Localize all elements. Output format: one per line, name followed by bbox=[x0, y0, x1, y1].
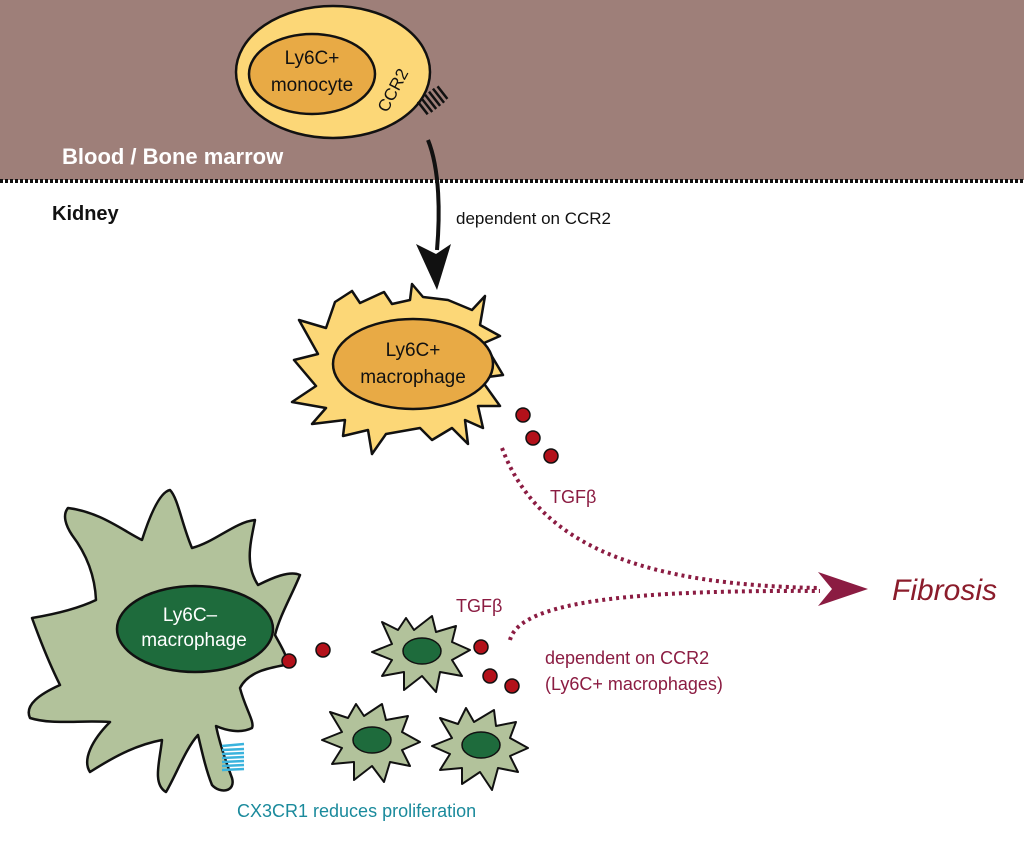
monocyte-label-line2: monocyte bbox=[271, 75, 353, 96]
tgfb-dot bbox=[482, 668, 498, 684]
ly6c-neg-macrophage-label-line1: Ly6C– bbox=[163, 605, 218, 626]
ly6c-neg-macrophage-label-line2: macrophage bbox=[141, 630, 247, 651]
tgfb-dot bbox=[525, 430, 541, 446]
small-macrophage-left bbox=[321, 703, 421, 783]
small-macrophage-top bbox=[371, 615, 471, 693]
ly6c-neg-macrophage: Ly6C– macrophage bbox=[27, 488, 302, 794]
blood-region-label: Blood / Bone marrow bbox=[62, 144, 284, 169]
cx3cr1-label: CX3CR1 reduces proliferation bbox=[237, 801, 476, 821]
ccr2-dependence-line1: dependent on CCR2 bbox=[545, 648, 709, 668]
fibrosis-arrowhead bbox=[818, 572, 868, 606]
tgfb-path-upper bbox=[500, 447, 821, 590]
ly6c-pos-macrophage: Ly6C+ macrophage bbox=[290, 282, 505, 456]
tgfb-dot bbox=[504, 678, 520, 694]
ly6c-pos-macrophage-nucleus bbox=[331, 317, 495, 411]
ly6c-neg-macrophage-nucleus bbox=[115, 584, 275, 674]
monocyte-cell: Ly6C+ monocyte CCR2 bbox=[234, 4, 449, 140]
cx3cr1-receptor-icon bbox=[221, 742, 245, 772]
tgfb-path-lower bbox=[508, 588, 821, 641]
kidney-region-label: Kidney bbox=[52, 203, 120, 225]
ly6c-pos-macrophage-label-line1: Ly6C+ bbox=[386, 340, 441, 361]
tgfb-dot bbox=[281, 653, 297, 669]
ccr2-dependence-line2: (Ly6C+ macrophages) bbox=[545, 674, 723, 694]
tgfb-dot bbox=[515, 407, 531, 423]
tgfb-label-upper: TGFβ bbox=[550, 487, 596, 507]
small-macrophage-right bbox=[431, 707, 529, 791]
small-macrophage-nucleus bbox=[402, 637, 442, 665]
migration-arrowhead bbox=[416, 244, 451, 290]
monocyte-nucleus bbox=[247, 32, 377, 116]
ccr2-receptor-icon bbox=[416, 85, 449, 116]
tgfb-dot bbox=[473, 639, 489, 655]
fibrosis-label: Fibrosis bbox=[892, 574, 997, 607]
migration-label: dependent on CCR2 bbox=[456, 209, 611, 228]
ly6c-pos-macrophage-label-line2: macrophage bbox=[360, 367, 466, 388]
tgfb-dot bbox=[543, 448, 559, 464]
monocyte-label-line1: Ly6C+ bbox=[285, 48, 340, 69]
small-macrophage-nucleus bbox=[461, 731, 501, 759]
tgfb-label-lower: TGFβ bbox=[456, 596, 502, 616]
migration-arrow bbox=[426, 139, 441, 251]
tgfb-dot bbox=[315, 642, 331, 658]
small-macrophage-nucleus bbox=[352, 726, 392, 754]
blood-region bbox=[0, 0, 1024, 180]
